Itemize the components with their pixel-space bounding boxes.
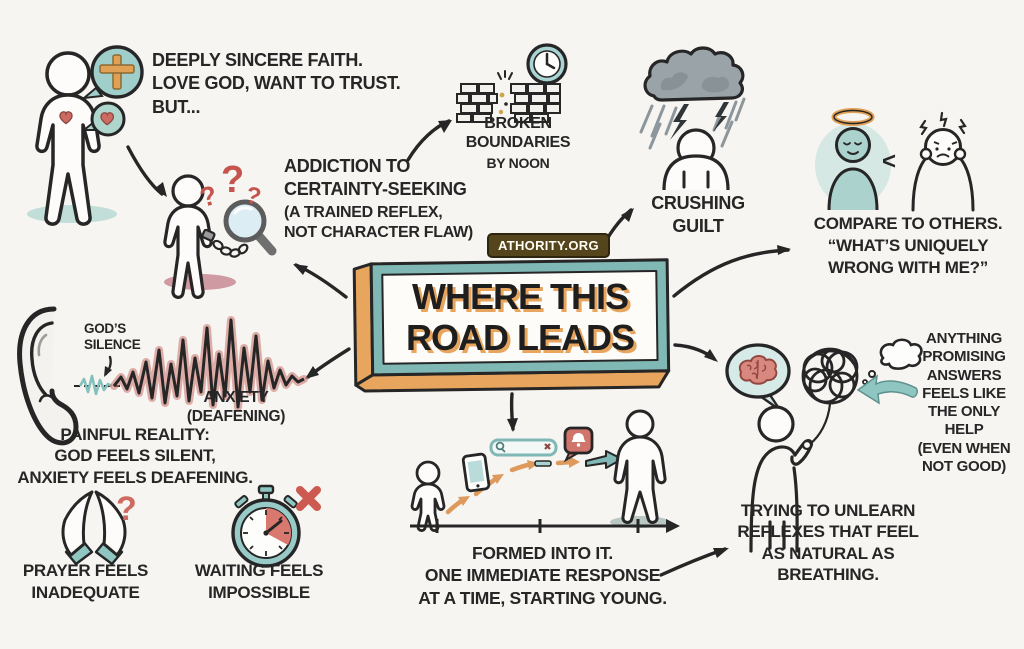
search-bar-icon <box>489 438 558 457</box>
halo-person-icon <box>827 108 879 211</box>
storm-guilt-icon <box>639 46 746 191</box>
storm-cloud-icon <box>643 46 745 102</box>
child-figure-icon <box>410 460 446 532</box>
heart-bubble-icon <box>81 101 126 137</box>
chain-icon <box>201 228 249 258</box>
teal-arrow-icon <box>585 450 623 469</box>
anxiety-wave-icon <box>74 316 308 411</box>
x-mark-icon <box>296 486 321 511</box>
broken-wall-icon <box>456 43 568 123</box>
prayer-text: PRAYER FEELS INADEQUATE <box>22 561 149 603</box>
stress-marks-icon <box>919 111 967 136</box>
timeline-axis <box>410 519 670 533</box>
boundaries-title: BROKEN BOUNDARIES <box>465 115 571 151</box>
compare-icons <box>815 108 975 212</box>
phone-icon <box>461 452 491 493</box>
faith-text: DEEPLY SINCERE FAITH. LOVE GOD, WANT TO … <box>152 50 401 117</box>
svg-text:?: ? <box>221 159 244 201</box>
watermark-badge: ATHORITY.ORG <box>487 233 610 258</box>
ear-icon <box>17 306 79 446</box>
svg-text:?: ? <box>197 180 221 213</box>
calm-wave-icon <box>78 374 113 396</box>
anything-text: ANYTHING PROMISING ANSWERS FEELS LIKE TH… <box>917 330 1011 476</box>
addiction-title: ADDICTION TO CERTAINTY-SEEKING <box>284 156 467 199</box>
painful-reality-text: PAINFUL REALITY: GOD FEELS SILENT, ANXIE… <box>17 425 253 487</box>
clock-icon <box>526 43 568 85</box>
time-wedge <box>266 507 292 545</box>
central-signboard <box>352 258 671 393</box>
formation-timeline-icon <box>410 409 680 533</box>
shadow <box>27 205 117 223</box>
less-than-separator: < <box>882 148 896 175</box>
arrow-center-to-seeker <box>294 263 348 299</box>
praying-hands-icon: ? <box>61 490 137 566</box>
cross-bubble-icon <box>80 45 144 100</box>
compare-text: COMPARE TO OTHERS. “WHAT’S UNIQUELY WRON… <box>813 214 1003 277</box>
adult-figure-icon <box>613 409 667 524</box>
tangle-string <box>809 403 832 445</box>
teal-pointer-arrow-icon <box>856 374 918 405</box>
svg-text:?: ? <box>243 181 264 211</box>
silence-label: GOD’S SILENCE <box>84 321 141 353</box>
certainty-seeker-icon: ? ? ? <box>163 159 277 299</box>
brain-bubble-icon <box>725 343 791 411</box>
brain-icon <box>738 355 778 385</box>
magnifier-icon <box>223 199 277 256</box>
boundaries-subtitle: BY NOON <box>486 155 550 171</box>
unlearn-figure-icons <box>725 338 923 553</box>
main-title: WHERE THIS ROAD LEADS <box>405 276 635 359</box>
addiction-subtitle: (A TRAINED REFLEX, NOT CHARACTER FLAW) <box>284 204 473 241</box>
heart-chest-icon <box>59 111 73 125</box>
guilt-text: CRUSHING GUILT <box>651 193 745 237</box>
question-marks-icon: ? ? ? <box>197 159 264 213</box>
stopwatch-icon <box>231 484 321 568</box>
faith-person-icon <box>27 45 144 226</box>
unlearning-person-icon <box>749 405 814 553</box>
waiting-text: WAITING FEELS IMPOSSIBLE <box>194 561 324 603</box>
anxiety-label: ANXIETY (DEAFENING) <box>186 389 286 425</box>
stressed-person-icon <box>911 111 975 212</box>
tangle-icon <box>801 347 859 405</box>
arrow-center-to-compare <box>672 248 790 298</box>
arrow-center-to-brain <box>673 343 716 361</box>
question-mark-icon: ? <box>116 490 137 528</box>
notification-bell-icon <box>563 426 594 463</box>
formed-text: FORMED INTO IT. ONE IMMEDIATE RESPONSE A… <box>418 543 667 608</box>
lightning-icon <box>670 102 729 140</box>
unlearn-text: TRYING TO UNLEARN REFLEXES THAT FEEL AS … <box>737 501 919 584</box>
thought-cloud-icon <box>862 338 923 385</box>
crack-sparks-icon <box>497 70 513 80</box>
